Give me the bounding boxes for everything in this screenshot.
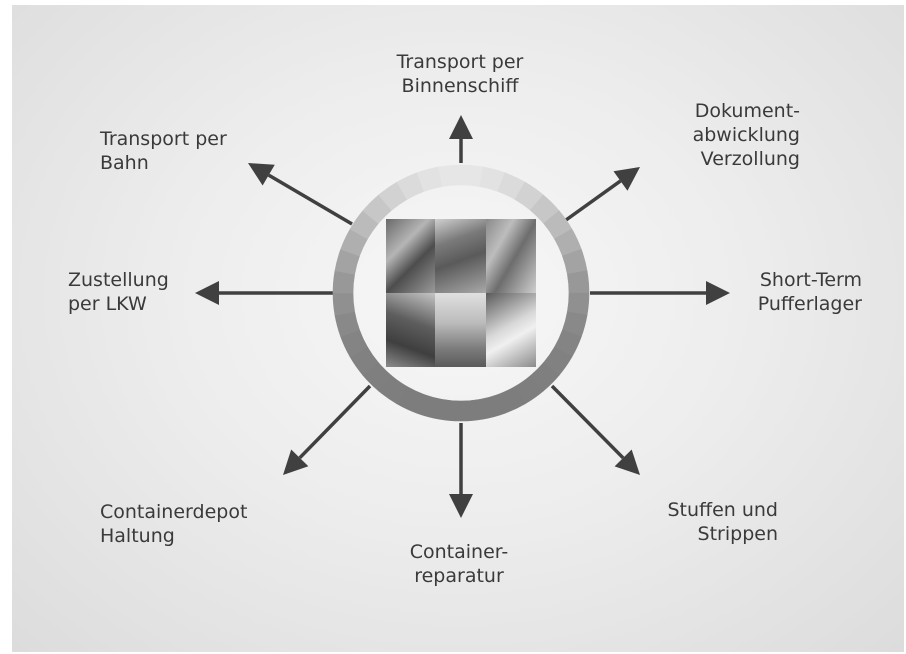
label-stuffen-strippen: Stuffen und Strippen <box>667 499 778 545</box>
photo-documents <box>486 293 536 367</box>
arrow-depot-shaft <box>298 384 372 460</box>
label-dokumentabwicklung: Dokument- abwicklung Verzollung <box>692 100 800 170</box>
ring-segment <box>460 164 484 187</box>
arrow-binnenschiff-head <box>449 115 473 139</box>
label-containerreparatur: Container- reparatur <box>409 541 509 587</box>
arrow-bahn-head <box>248 163 275 186</box>
ring-segment <box>438 164 462 187</box>
photo-rail-yard <box>486 219 536 293</box>
photo-containers <box>435 219 486 293</box>
center-ring <box>332 164 590 422</box>
ring-segment <box>332 270 355 294</box>
ring-segment <box>438 399 462 422</box>
arrow-lkw-head <box>195 281 219 305</box>
arrow-pufferlager-head <box>706 281 730 305</box>
photo-truck <box>435 293 486 367</box>
arrow-stuffen-head <box>614 449 640 475</box>
arrow-stuffen-shaft <box>550 384 625 460</box>
arrow-depot-head <box>283 449 309 475</box>
center-photo-collage <box>386 219 536 367</box>
label-containerdepot-haltung: Containerdepot Haltung <box>100 501 248 547</box>
arrow-dokument-shaft <box>564 179 622 222</box>
label-transport-bahn: Transport per Bahn <box>100 128 227 174</box>
ring-segment <box>460 399 484 422</box>
ring-segment <box>567 270 590 294</box>
label-transport-binnenschiff: Transport per Binnenschiff <box>396 51 524 97</box>
ring-segment <box>567 292 590 316</box>
ring-segment <box>332 292 355 316</box>
arrow-bahn-shaft <box>267 173 353 226</box>
label-short-term-pufferlager: Short-Term Pufferlager <box>757 269 862 315</box>
label-zustellung-lkw: Zustellung per LKW <box>68 269 169 315</box>
arrow-reparatur-head <box>449 494 473 518</box>
arrow-dokument-head <box>613 167 640 191</box>
photo-warehouse <box>386 219 435 293</box>
photo-forklift <box>386 293 435 367</box>
arrows-group <box>195 115 730 518</box>
